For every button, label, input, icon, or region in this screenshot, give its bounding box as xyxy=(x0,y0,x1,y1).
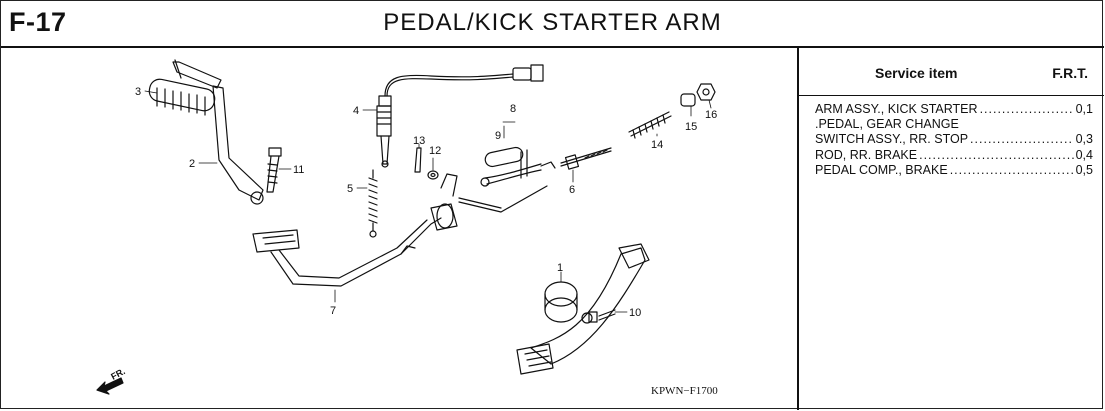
service-item-label: ARM ASSY., KICK STARTER xyxy=(815,102,978,116)
service-item-label: .PEDAL, GEAR CHANGE xyxy=(815,117,959,132)
joint-15 xyxy=(680,93,696,107)
service-table-header: Service item F.R.T. xyxy=(799,48,1104,96)
service-panel: Service item F.R.T. ARM ASSY., KICK STAR… xyxy=(799,48,1104,410)
service-item-frt: 0,1 xyxy=(1075,102,1093,116)
callout-4: 4 xyxy=(353,105,359,117)
dot-leader xyxy=(950,163,1074,178)
callout-13: 13 xyxy=(413,135,425,147)
service-item-list: ARM ASSY., KICK STARTER 0,1 .PEDAL, GEAR … xyxy=(815,102,1093,178)
pin-13 xyxy=(414,147,422,173)
callout-12: 12 xyxy=(429,145,441,157)
callout-16: 16 xyxy=(705,109,717,121)
service-item: SWITCH ASSY., RR. STOP 0,3 xyxy=(815,132,1093,147)
callout-15: 15 xyxy=(685,121,697,133)
part-callouts: 1 2 3 4 5 6 7 8 9 10 11 12 13 14 15 16 xyxy=(135,86,717,319)
washer-12 xyxy=(427,170,439,180)
service-item-frt: 0,4 xyxy=(1075,147,1093,162)
service-item-label: ROD, RR. BRAKE xyxy=(815,147,918,162)
bolt-11 xyxy=(266,147,282,193)
spring-14 xyxy=(628,111,672,139)
callout-5: 5 xyxy=(347,183,353,195)
spring-5 xyxy=(368,169,378,238)
page-number: F-17 xyxy=(9,7,67,37)
callout-7: 7 xyxy=(330,305,336,317)
exploded-parts-diagram: 1 2 3 4 5 6 7 8 9 10 11 12 13 14 15 16 F… xyxy=(96,59,718,397)
page-header: F-17 PEDAL/KICK STARTER ARM xyxy=(1,1,1104,48)
service-item-frt: 0,3 xyxy=(1075,132,1093,147)
panel-divider xyxy=(797,48,799,410)
diagram-code: KPWN−F1700 xyxy=(651,385,718,397)
dot-leader xyxy=(919,148,1074,163)
nut-16 xyxy=(696,83,716,101)
callout-10: 10 xyxy=(629,307,641,319)
dot-leader xyxy=(970,132,1074,147)
gear-change-pedal xyxy=(516,243,650,375)
service-item-label: SWITCH ASSY., RR. STOP xyxy=(815,132,969,147)
dot-leader xyxy=(980,102,1074,117)
front-direction-arrow xyxy=(96,377,124,395)
service-item: ROD, RR. BRAKE 0,4 xyxy=(815,148,1093,163)
brake-rod xyxy=(458,147,612,213)
callout-11: 11 xyxy=(293,164,304,176)
callout-3: 3 xyxy=(135,86,141,98)
front-direction-label: FR. xyxy=(109,366,126,382)
frt-header: F.R.T. xyxy=(1052,65,1088,81)
callout-9: 9 xyxy=(495,130,501,142)
callout-1: 1 xyxy=(557,262,563,274)
brake-pedal xyxy=(252,173,458,287)
kick-starter-rubber xyxy=(148,78,216,116)
callout-leaders xyxy=(144,90,712,313)
callout-6: 6 xyxy=(569,184,575,196)
page-title: PEDAL/KICK STARTER ARM xyxy=(383,9,722,36)
brake-rod-spring xyxy=(480,146,556,187)
service-item-frt: 0,5 xyxy=(1075,162,1093,177)
service-item-header: Service item xyxy=(875,65,958,81)
callout-8: 8 xyxy=(510,103,516,115)
kick-starter-arm xyxy=(172,59,264,205)
callout-2: 2 xyxy=(189,158,195,170)
service-item: .PEDAL, GEAR CHANGE xyxy=(815,117,1093,132)
callout-14: 14 xyxy=(651,139,663,151)
service-item-label: PEDAL COMP., BRAKE xyxy=(815,162,948,177)
service-item: ARM ASSY., KICK STARTER 0,1 xyxy=(815,102,1093,117)
stop-switch xyxy=(376,64,544,168)
service-item: PEDAL COMP., BRAKE 0,5 xyxy=(815,163,1093,178)
